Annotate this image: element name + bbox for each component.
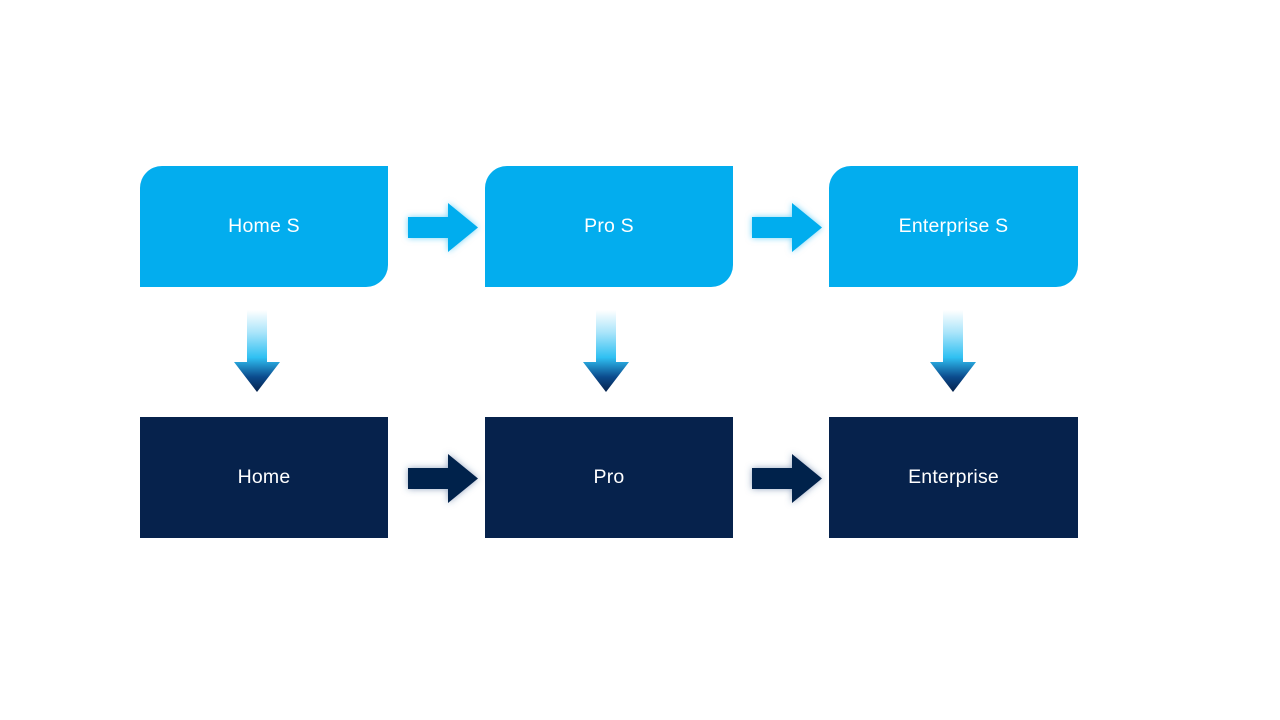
- node-enterprise-s-label: Enterprise S: [898, 214, 1009, 237]
- arrow-home-s-to-home: [234, 310, 280, 392]
- node-pro-s[interactable]: Pro S: [485, 166, 733, 287]
- node-enterprise[interactable]: Enterprise: [829, 417, 1078, 538]
- node-home-s[interactable]: Home S: [140, 166, 388, 287]
- node-enterprise-label: Enterprise: [908, 465, 999, 488]
- arrow-home-to-pro: [408, 454, 478, 503]
- arrow-pro-s-to-enterprise-s: [752, 203, 822, 252]
- arrow-pro-to-enterprise: [752, 454, 822, 503]
- node-enterprise-s[interactable]: Enterprise S: [829, 166, 1078, 287]
- node-pro[interactable]: Pro: [485, 417, 733, 538]
- node-home-s-label: Home S: [228, 214, 300, 237]
- arrow-home-s-to-pro-s: [408, 203, 478, 252]
- arrow-enterprise-s-to-enterprise: [930, 310, 976, 392]
- node-pro-label: Pro: [593, 465, 625, 488]
- node-home[interactable]: Home: [140, 417, 388, 538]
- node-pro-s-label: Pro S: [584, 214, 634, 237]
- arrow-pro-s-to-pro: [583, 310, 629, 392]
- node-home-label: Home: [237, 465, 291, 488]
